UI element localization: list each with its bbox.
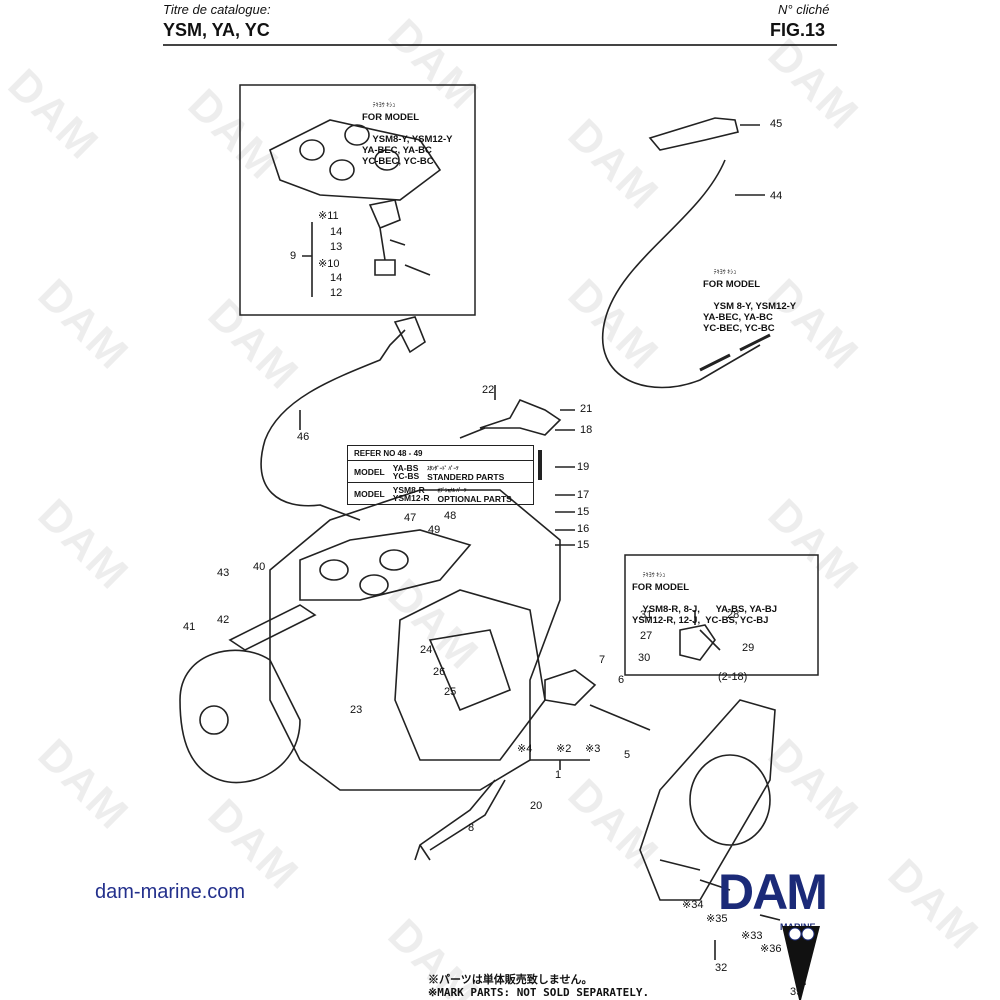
part-callout: 15 [577, 506, 590, 518]
bracket-18 [459, 398, 562, 439]
part-callout: 27 [640, 630, 653, 642]
cable-46 [260, 329, 406, 521]
part-callout: 28 [727, 609, 740, 621]
part-callout: 5 [624, 749, 631, 761]
part-callout: 40 [253, 561, 266, 573]
part-callout: 31 [640, 609, 653, 621]
part-callout: 43 [217, 567, 230, 579]
knob-46 [393, 316, 426, 354]
inset-box-top-left [239, 84, 476, 316]
part-callout: ※36 [760, 943, 782, 955]
part-callout: ※2 [556, 743, 572, 755]
cable-44 [602, 159, 761, 389]
part-callout: 16 [577, 523, 590, 535]
part-callout: 1 [555, 769, 562, 781]
part-callout: 29 [742, 642, 755, 654]
part-callout: 21 [580, 403, 593, 415]
part-callout: 46 [297, 431, 310, 443]
engine-block [269, 489, 561, 791]
part-callout: 26 [433, 666, 446, 678]
part-callout: 20 [530, 800, 543, 812]
shift-fork-8 [414, 779, 506, 861]
footer-note-japanese: ※パーツは単体販売致しません。 [428, 973, 593, 986]
inset-box-right [624, 554, 819, 676]
part-callout: 49 [428, 524, 441, 536]
figure-number: FIG.13 [770, 20, 826, 40]
header-divider [163, 44, 837, 46]
part-callout: 48 [444, 510, 457, 522]
part-callout: 6 [618, 674, 625, 686]
part-callout: 15 [577, 539, 590, 551]
logo-triangle-icon [782, 926, 820, 1000]
part-callout: 47 [404, 512, 417, 524]
part-callout: 9 [290, 250, 297, 262]
website-link[interactable]: dam-marine.com [95, 881, 246, 903]
part-callout: 8 [468, 822, 475, 834]
starter-motor [179, 649, 301, 784]
part-callout: 18 [580, 424, 593, 436]
side-cover-32 [639, 699, 776, 901]
part-callout: 45 [770, 118, 783, 130]
part-callout: ※3 [585, 743, 601, 755]
part-callout: 14 [330, 272, 343, 284]
plate-40 [228, 604, 317, 651]
control-lever-45 [648, 117, 739, 151]
part-callout: 13 [330, 241, 343, 253]
part-callout: 22 [482, 384, 495, 396]
part-callout: ※10 [318, 258, 340, 270]
catalogue-label: Titre de catalogue: [163, 2, 271, 17]
part-callout: 44 [770, 190, 783, 202]
part-callout: 30 [638, 652, 651, 664]
part-callout: 17 [577, 489, 590, 501]
part-callout: 24 [420, 644, 433, 656]
part-callout: ※35 [706, 913, 728, 925]
part-callout: 41 [183, 621, 196, 633]
refer-header: REFER NO 48 - 49 [354, 448, 423, 458]
footer-note-english: ※MARK PARTS: NOT SOLD SEPARATELY. [428, 986, 650, 999]
part-callout: 7 [599, 654, 606, 666]
part-callout: 42 [217, 614, 230, 626]
part-callout: (2-18) [718, 671, 748, 683]
part-callout: ※4 [517, 743, 533, 755]
part-callout: 32 [715, 962, 728, 974]
part-callout: ※34 [682, 899, 704, 911]
part-callout: ※11 [318, 210, 339, 222]
part-callout: 23 [350, 704, 363, 716]
part-callout: 19 [577, 461, 590, 473]
gear-housing [394, 589, 546, 761]
cliche-label: N° cliché [778, 2, 830, 17]
part-callout: 25 [444, 686, 457, 698]
catalogue-title: YSM, YA, YC [163, 20, 270, 40]
cover-plate-inset [269, 119, 442, 201]
part-callout: 14 [330, 226, 343, 238]
inset-bracket-parts [368, 199, 431, 276]
dam-marine-logo: DAM MARINE [718, 867, 828, 1000]
shift-mechanism [544, 669, 651, 731]
part-callout: ※33 [741, 930, 763, 942]
part-callout: 12 [330, 287, 343, 299]
footer-note: ※パーツは単体販売致しません。 ※MARK PARTS: NOT SOLD SE… [428, 973, 649, 999]
